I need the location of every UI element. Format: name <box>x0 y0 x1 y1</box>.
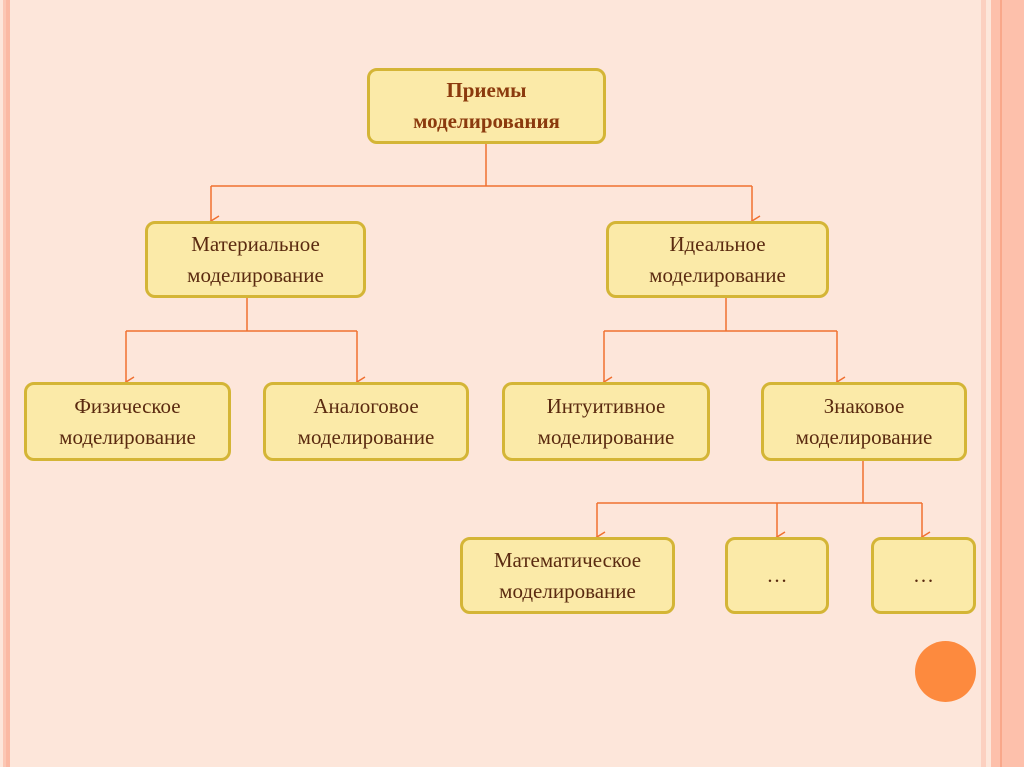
node-label: Знаковое моделирование <box>795 393 933 449</box>
right-border-line <box>1000 0 1002 767</box>
right-border-stripe <box>981 0 986 767</box>
node-label: … <box>913 563 934 587</box>
node-ideal: Идеальное моделирование <box>606 221 829 298</box>
node-more-1: … <box>725 537 829 614</box>
decorative-circle <box>915 641 976 702</box>
node-physical: Физическое моделирование <box>24 382 231 461</box>
connector-material <box>126 297 357 332</box>
node-label: Физическое моделирование <box>59 393 196 449</box>
node-label: Интуитивное моделирование <box>537 393 675 449</box>
connector-sign <box>597 460 922 504</box>
right-border-stripe <box>991 0 1024 767</box>
node-label: Математическое моделирование <box>493 547 642 603</box>
node-math: Математическое моделирование <box>460 537 675 614</box>
left-border-stripe <box>3 0 6 767</box>
connector-ideal <box>604 297 837 332</box>
node-root: Приемы моделирования <box>367 68 606 144</box>
node-label: Аналоговое моделирование <box>297 393 435 449</box>
node-label: Материальное моделирование <box>187 231 324 287</box>
node-sign: Знаковое моделирование <box>761 382 967 461</box>
node-analog: Аналоговое моделирование <box>263 382 469 461</box>
node-label: Идеальное моделирование <box>649 231 786 287</box>
node-material: Материальное моделирование <box>145 221 366 298</box>
connector-root <box>211 143 752 187</box>
node-more-2: … <box>871 537 976 614</box>
node-label: … <box>766 563 788 587</box>
left-border-stripe <box>6 0 10 767</box>
node-label: Приемы моделирования <box>413 78 560 133</box>
node-intuitive: Интуитивное моделирование <box>502 382 710 461</box>
